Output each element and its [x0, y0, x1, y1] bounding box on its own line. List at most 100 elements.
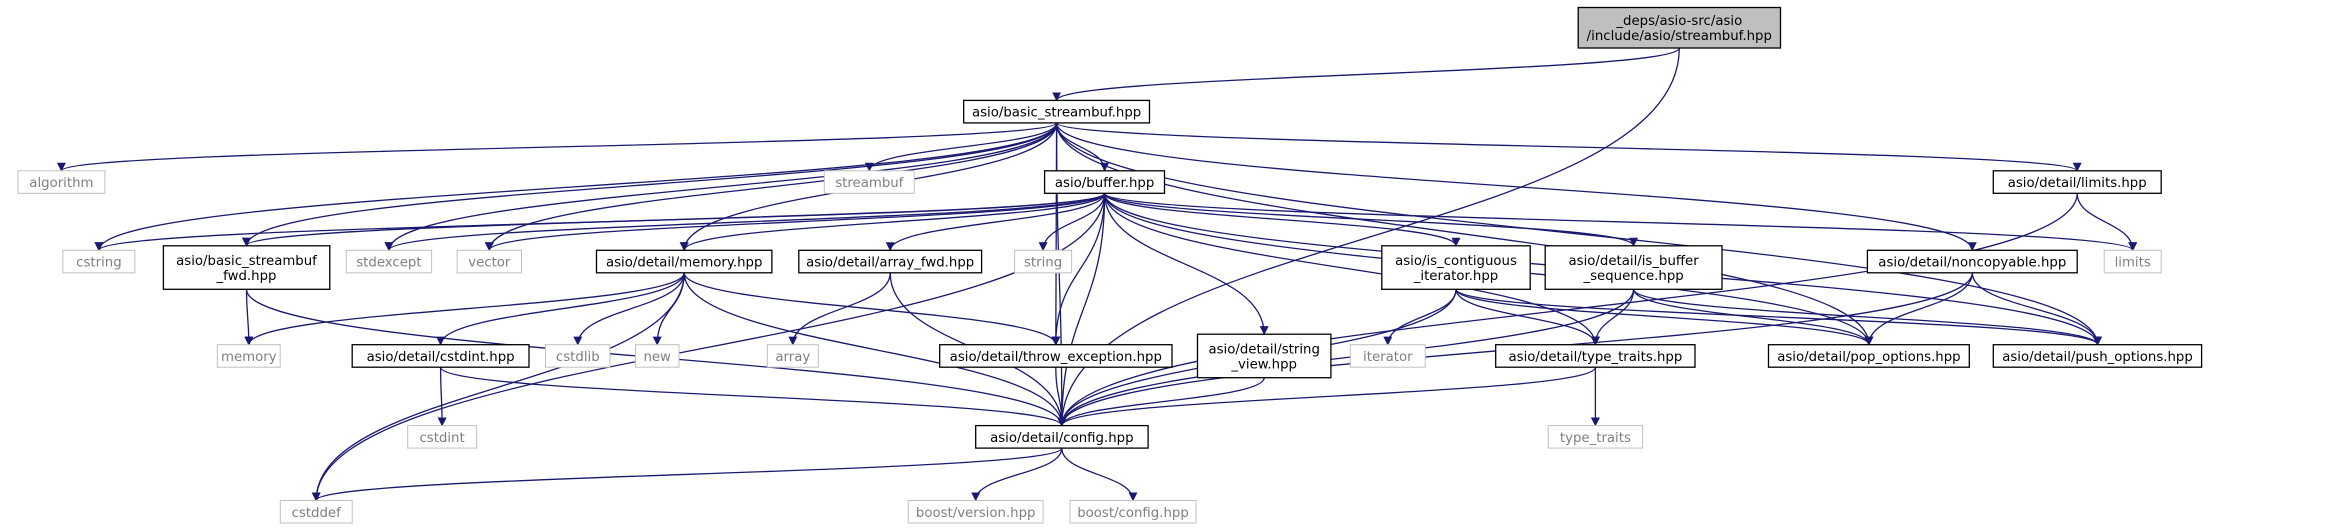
node-label: asio/detail/throw_exception.hpp [950, 350, 1162, 365]
node-label: vector [468, 256, 511, 271]
node-label: _sequence.hpp [1582, 269, 1683, 284]
edge-memory_hpp-to-cstddef [311, 272, 685, 502]
node-box [1043, 170, 1166, 194]
node-label: _fwd.hpp [216, 269, 277, 284]
edge-buffer-to-is_contiguous_iterator [1103, 193, 1461, 247]
node-box [963, 99, 1151, 124]
node-label: cstring [76, 256, 121, 271]
node-box [351, 344, 530, 368]
node-label: cstdint [419, 431, 464, 446]
node-memory-hpp[interactable]: asio/detail/memory.hpp [595, 249, 773, 274]
node-label: stdexcept [356, 256, 421, 271]
node-box [456, 249, 523, 274]
edge-is_contiguous_iterator-to-type_traits_hpp [1455, 289, 1600, 346]
edge-config-to-cstddef [311, 447, 1063, 502]
edge-array_fwd-to-array [788, 272, 891, 346]
node-label: cstddef [292, 506, 342, 521]
node-box [975, 424, 1149, 449]
edge-cstdint_hpp-to-config [439, 366, 1067, 427]
node-box [1577, 6, 1782, 49]
node-box [1014, 249, 1073, 274]
node-boost-config: boost/config.hpp [1069, 500, 1197, 524]
node-limits-hpp[interactable]: asio/detail/limits.hpp [1992, 170, 2162, 194]
node-box [798, 249, 983, 274]
edge-basic_streambuf-to-algorithm [57, 122, 1058, 172]
edge-is_contiguous_iterator-to-push_options [1455, 288, 2102, 346]
node-memory: memory [216, 344, 281, 368]
node-cstdint-hpp[interactable]: asio/detail/cstdint.hpp [351, 344, 530, 368]
edge-buffer-to-array_fwd [885, 193, 1106, 252]
node-label: string [1024, 256, 1062, 271]
edge-is_buffer_sequence-to-type_traits_hpp [1590, 289, 1635, 346]
node-cstdlib: cstdlib [545, 344, 611, 368]
node-box [62, 249, 136, 274]
node-label: asio/detail/is_buffer [1569, 254, 1700, 269]
edge-limits_hpp-to-limits [2076, 193, 2138, 252]
node-box [1349, 344, 1426, 368]
edge-basic_streambuf_fwd-to-memory [244, 289, 254, 346]
node-push-options[interactable]: asio/detail/push_options.hpp [1992, 344, 2203, 368]
node-throw-exception[interactable]: asio/detail/throw_exception.hpp [939, 344, 1173, 368]
node-config[interactable]: asio/detail/config.hpp [975, 424, 1149, 449]
node-cstddef: cstddef [279, 500, 353, 524]
node-label: asio/detail/string [1208, 342, 1319, 357]
edge-memory_hpp-to-memory [244, 272, 685, 346]
node-box [595, 249, 773, 274]
node-label: limits [2115, 256, 2151, 271]
edge-buffer-to-string_view [1103, 193, 1269, 336]
node-root[interactable]: _deps/asio-src/asio/include/asio/streamb… [1577, 6, 1782, 49]
node-is-contiguous-iterator[interactable]: asio/is_contiguous_iterator.hpp [1381, 245, 1531, 290]
edge-buffer-to-string [1038, 193, 1106, 252]
node-box [2103, 249, 2162, 274]
node-array: array [766, 344, 819, 368]
node-box [939, 344, 1173, 368]
edge-is_buffer_sequence-to-push_options [1632, 288, 2102, 346]
edge-buffer-to-throw_exception [1051, 193, 1106, 346]
edge-buffer-to-memory_hpp [679, 193, 1106, 252]
node-type-traits: type_traits [1547, 425, 1644, 449]
node-limits: limits [2103, 249, 2162, 274]
edge-root-to-config [1057, 47, 1680, 427]
node-label: streambuf [835, 176, 903, 191]
edge-root-to-basic_streambuf [1052, 47, 1680, 102]
node-label: asio/detail/push_options.hpp [2002, 350, 2193, 365]
node-label: asio/is_contiguous [1395, 254, 1517, 269]
node-array-fwd[interactable]: asio/detail/array_fwd.hpp [798, 249, 983, 274]
node-label: asio/detail/memory.hpp [606, 256, 762, 271]
node-pop-options[interactable]: asio/detail/pop_options.hpp [1767, 344, 1970, 368]
node-box [1544, 245, 1723, 290]
node-box [823, 170, 915, 194]
node-basic-streambuf-fwd[interactable]: asio/basic_streambuf_fwd.hpp [162, 245, 331, 290]
edge-noncopyable-to-push_options [1971, 272, 2102, 346]
node-type-traits-hpp[interactable]: asio/detail/type_traits.hpp [1495, 344, 1696, 368]
edge-basic_streambuf-to-limits_hpp [1055, 122, 2082, 172]
node-box [216, 344, 281, 368]
edge-is_contiguous_iterator-to-iterator [1383, 289, 1457, 346]
edge-buffer-to-basic_streambuf_fwd [242, 192, 1106, 247]
node-new: new [635, 344, 680, 368]
nodes-layer: _deps/asio-src/asio/include/asio/streamb… [17, 6, 2203, 524]
node-box [1196, 333, 1332, 379]
node-buffer[interactable]: asio/buffer.hpp [1043, 170, 1166, 194]
node-box [1992, 170, 2162, 194]
edge-is_buffer_sequence-to-pop_options [1632, 288, 1874, 346]
node-vector: vector [456, 249, 523, 274]
edge-buffer-to-is_buffer_sequence [1103, 192, 1638, 247]
node-cstring: cstring [62, 249, 136, 274]
edge-is_buffer_sequence-to-config [1057, 289, 1635, 427]
node-is-buffer-sequence[interactable]: asio/detail/is_buffer_sequence.hpp [1544, 245, 1723, 290]
node-string-view[interactable]: asio/detail/string_view.hpp [1196, 333, 1332, 379]
node-noncopyable[interactable]: asio/detail/noncopyable.hpp [1866, 249, 2078, 274]
node-box [1381, 245, 1531, 290]
edge-memory_hpp-to-cstdlib [573, 272, 685, 346]
node-basic-streambuf[interactable]: asio/basic_streambuf.hpp [963, 99, 1151, 124]
edge-buffer-to-config [1057, 193, 1106, 427]
edge-basic_streambuf-to-pop_options [1055, 122, 1874, 346]
edge-basic_streambuf-to-cstring [94, 122, 1058, 252]
node-box [162, 245, 331, 290]
edge-basic_streambuf-to-noncopyable [1055, 122, 1977, 252]
node-box [279, 500, 353, 524]
node-label: asio/detail/array_fwd.hpp [806, 256, 974, 271]
node-label: boost/version.hpp [916, 506, 1036, 521]
edge-buffer-to-vector [484, 192, 1106, 252]
